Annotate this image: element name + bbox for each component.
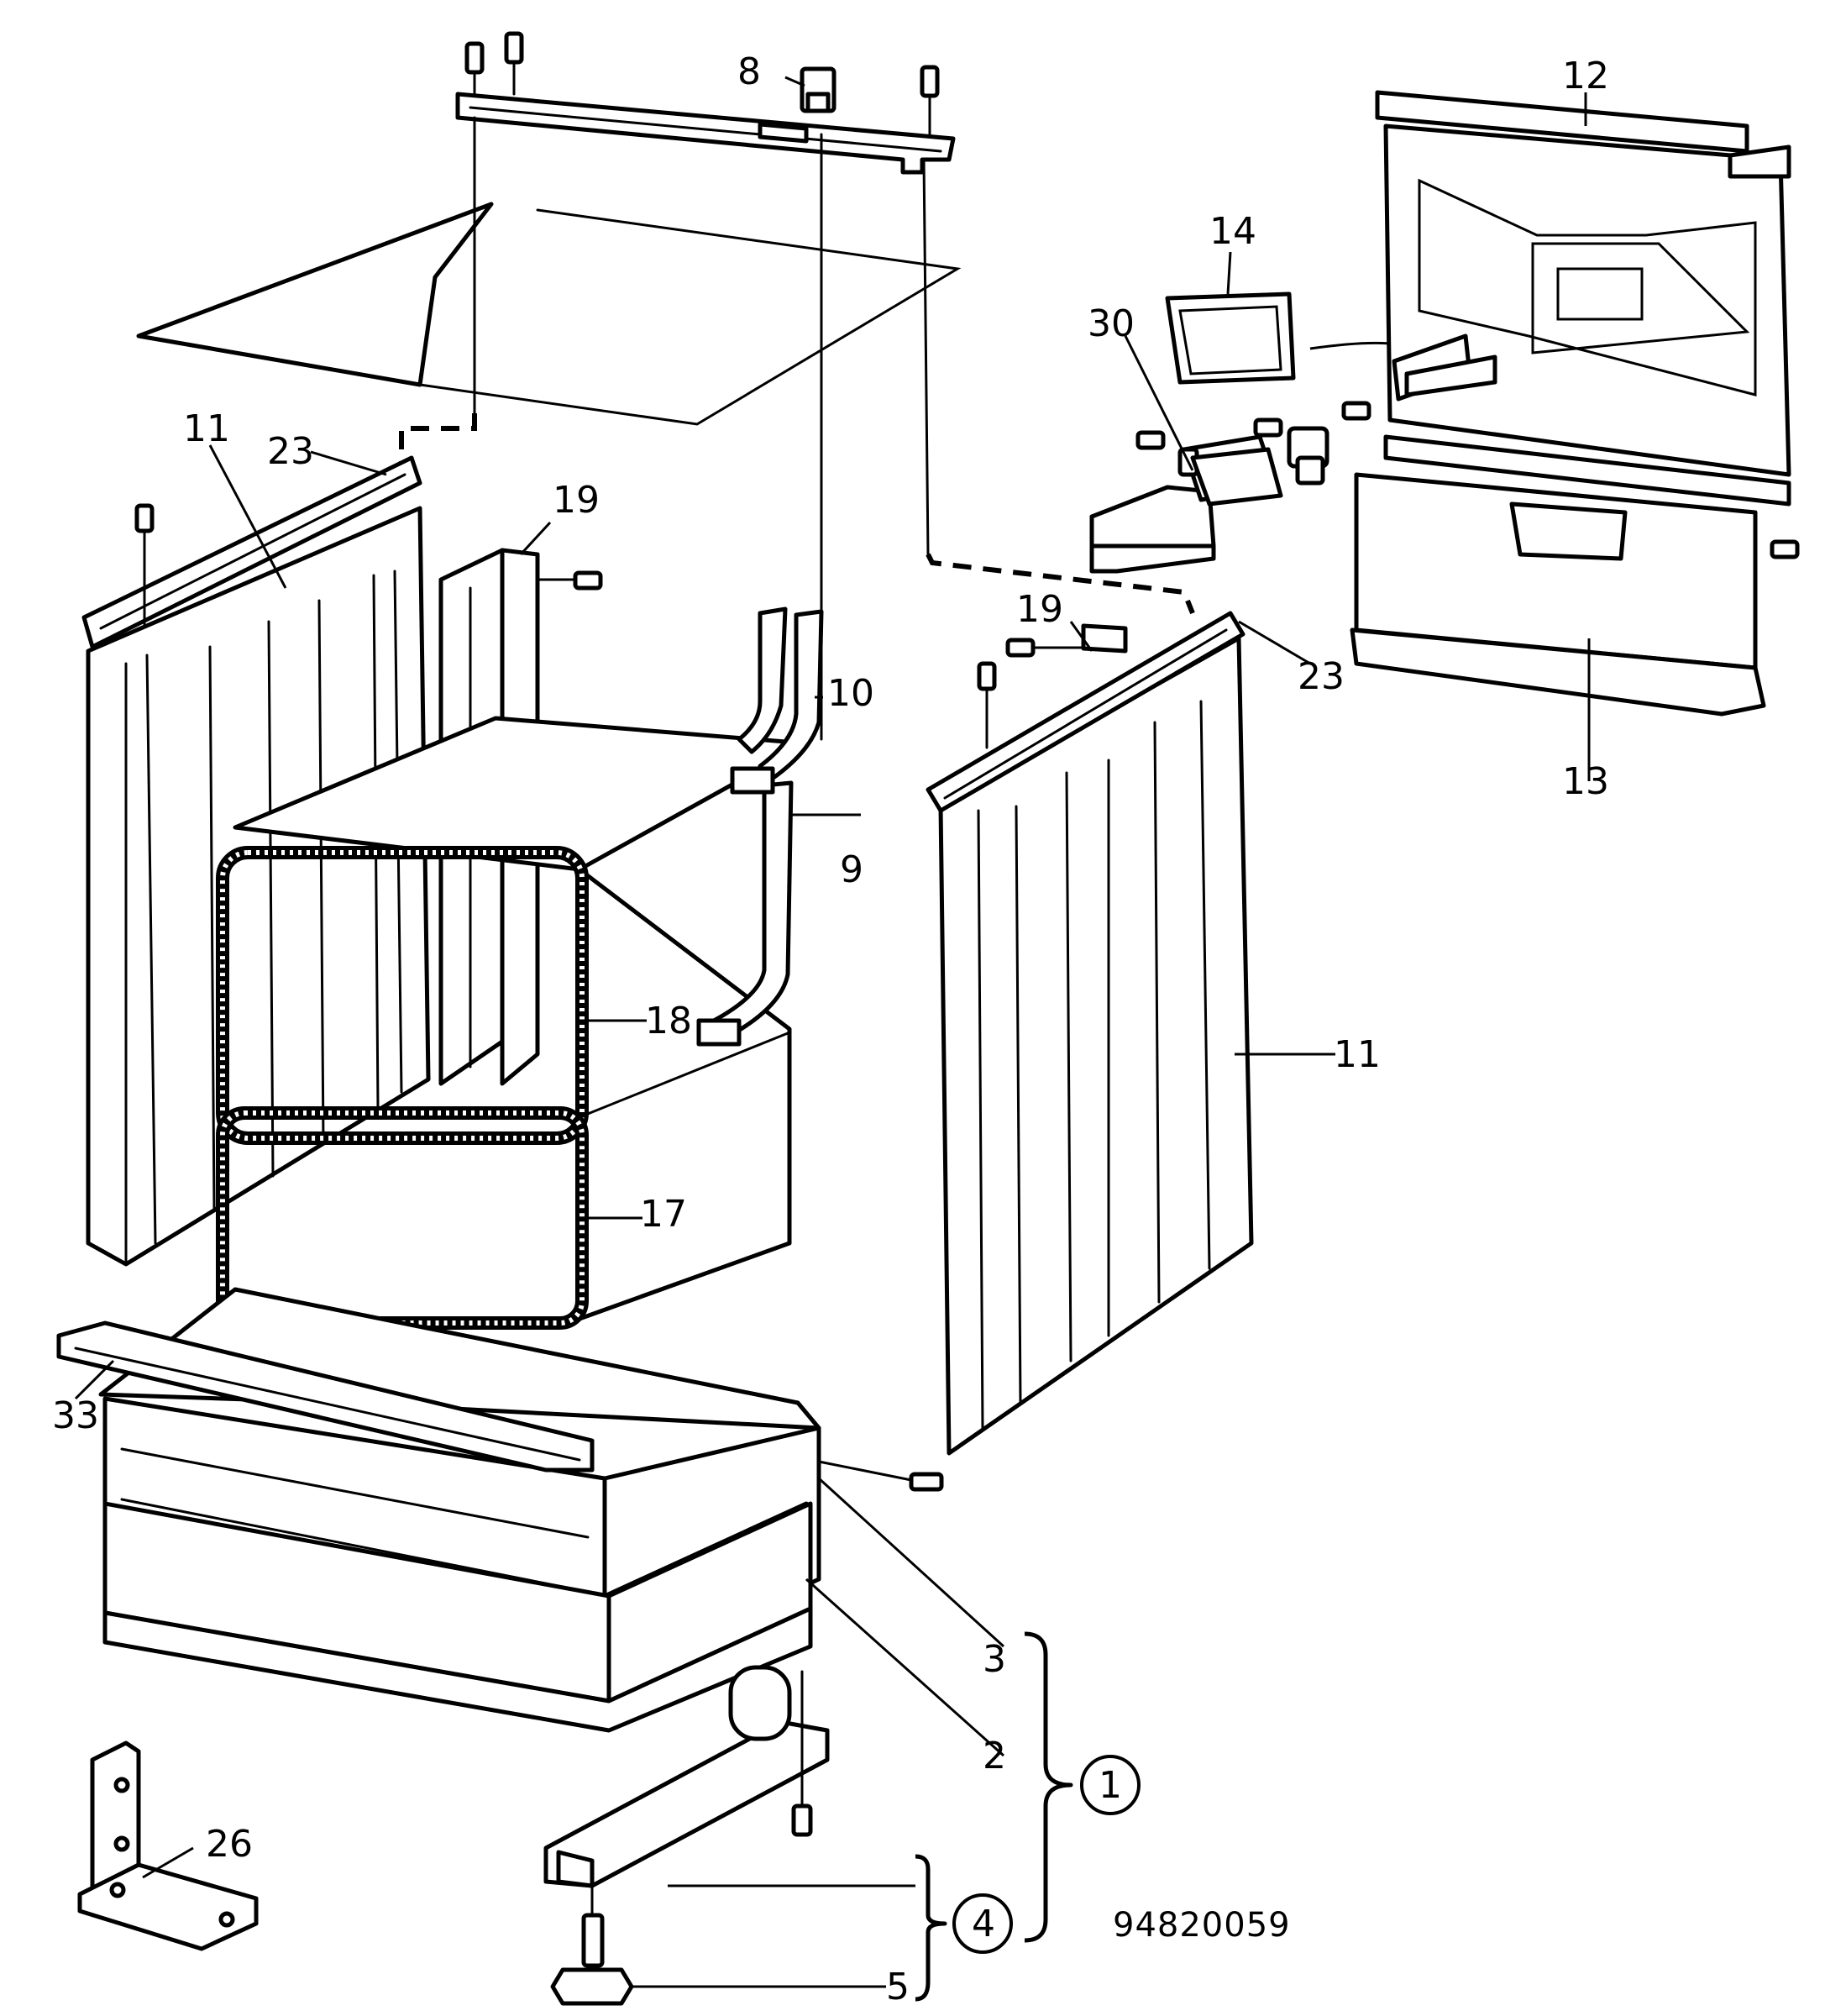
callout-30: 30: [1088, 302, 1135, 345]
screw-icon: [1770, 539, 1800, 559]
screw-icon: [536, 570, 603, 591]
screw-icon: [134, 503, 155, 627]
rear-panel-12: [1375, 90, 1791, 507]
brace-bracket-4: [915, 1854, 947, 2002]
screw-icon: [1135, 430, 1166, 450]
callout-11-right: 11: [1334, 1033, 1381, 1076]
callout-3: 3: [983, 1638, 1006, 1681]
callout-4: 4: [972, 1903, 995, 1945]
screw-icon: [791, 1670, 813, 1837]
drawing-number: 94820059: [1113, 1906, 1291, 1945]
lower-plinth: [102, 1501, 813, 1733]
callout-26: 26: [206, 1823, 253, 1866]
top-panel-sheet: [136, 202, 494, 387]
callout-11-left: 11: [183, 407, 230, 450]
oven-cavity: [233, 716, 809, 1321]
adjustable-foot-5: [550, 1884, 634, 2006]
callout-5: 5: [886, 1966, 910, 2008]
callout-12: 12: [1562, 55, 1609, 97]
door-gasket-18: [216, 846, 589, 1145]
callout-18: 18: [645, 1000, 692, 1042]
connector-bracket: [1404, 354, 1497, 397]
callout-17: 17: [640, 1193, 687, 1236]
callout-19-left: 19: [553, 479, 600, 522]
screw-icon: [464, 41, 485, 96]
screw-icon: [1253, 417, 1283, 438]
tube-part-9: [696, 766, 794, 1047]
clip-part-8: [800, 66, 836, 113]
callout-23-left: 23: [267, 430, 314, 473]
side-panel-left: [86, 506, 431, 1267]
screw-icon: [504, 31, 524, 96]
callout-2: 2: [983, 1735, 1006, 1777]
callout-19-right: 19: [1016, 588, 1063, 631]
corner-bracket-26: [77, 1740, 259, 1951]
dashed-guide: [399, 413, 477, 477]
screw-icon: [977, 661, 997, 749]
top-trim-strip-23-left: [81, 455, 422, 649]
callout-circle-1: [1080, 1755, 1141, 1815]
screw-icon: [920, 65, 940, 136]
callout-10: 10: [827, 672, 874, 715]
callout-8: 8: [737, 50, 761, 93]
electronic-board-14: [1165, 291, 1296, 385]
screw-icon: [1341, 401, 1371, 421]
callout-circle-4: [952, 1893, 1013, 1954]
callout-23-right: 23: [1298, 655, 1345, 698]
callout-33: 33: [52, 1394, 99, 1437]
brace-bracket-1: [1024, 1631, 1073, 1943]
callout-1: 1: [1099, 1764, 1122, 1807]
top-trim-strip-23-right: [926, 611, 1246, 813]
top-rail: [455, 92, 956, 175]
connector-part: [1287, 426, 1329, 486]
callout-14: 14: [1209, 210, 1256, 253]
foot-bracket-4: [543, 1665, 830, 1888]
callout-9: 9: [840, 848, 863, 891]
lower-rear-panel-13: [1350, 472, 1766, 717]
callout-13: 13: [1562, 760, 1609, 803]
dashed-guide: [926, 553, 1195, 615]
screw-icon: [1005, 638, 1085, 658]
screw-icon: [817, 1460, 944, 1492]
terminal-block-30: [1190, 447, 1283, 507]
front-rail-33: [56, 1320, 595, 1473]
